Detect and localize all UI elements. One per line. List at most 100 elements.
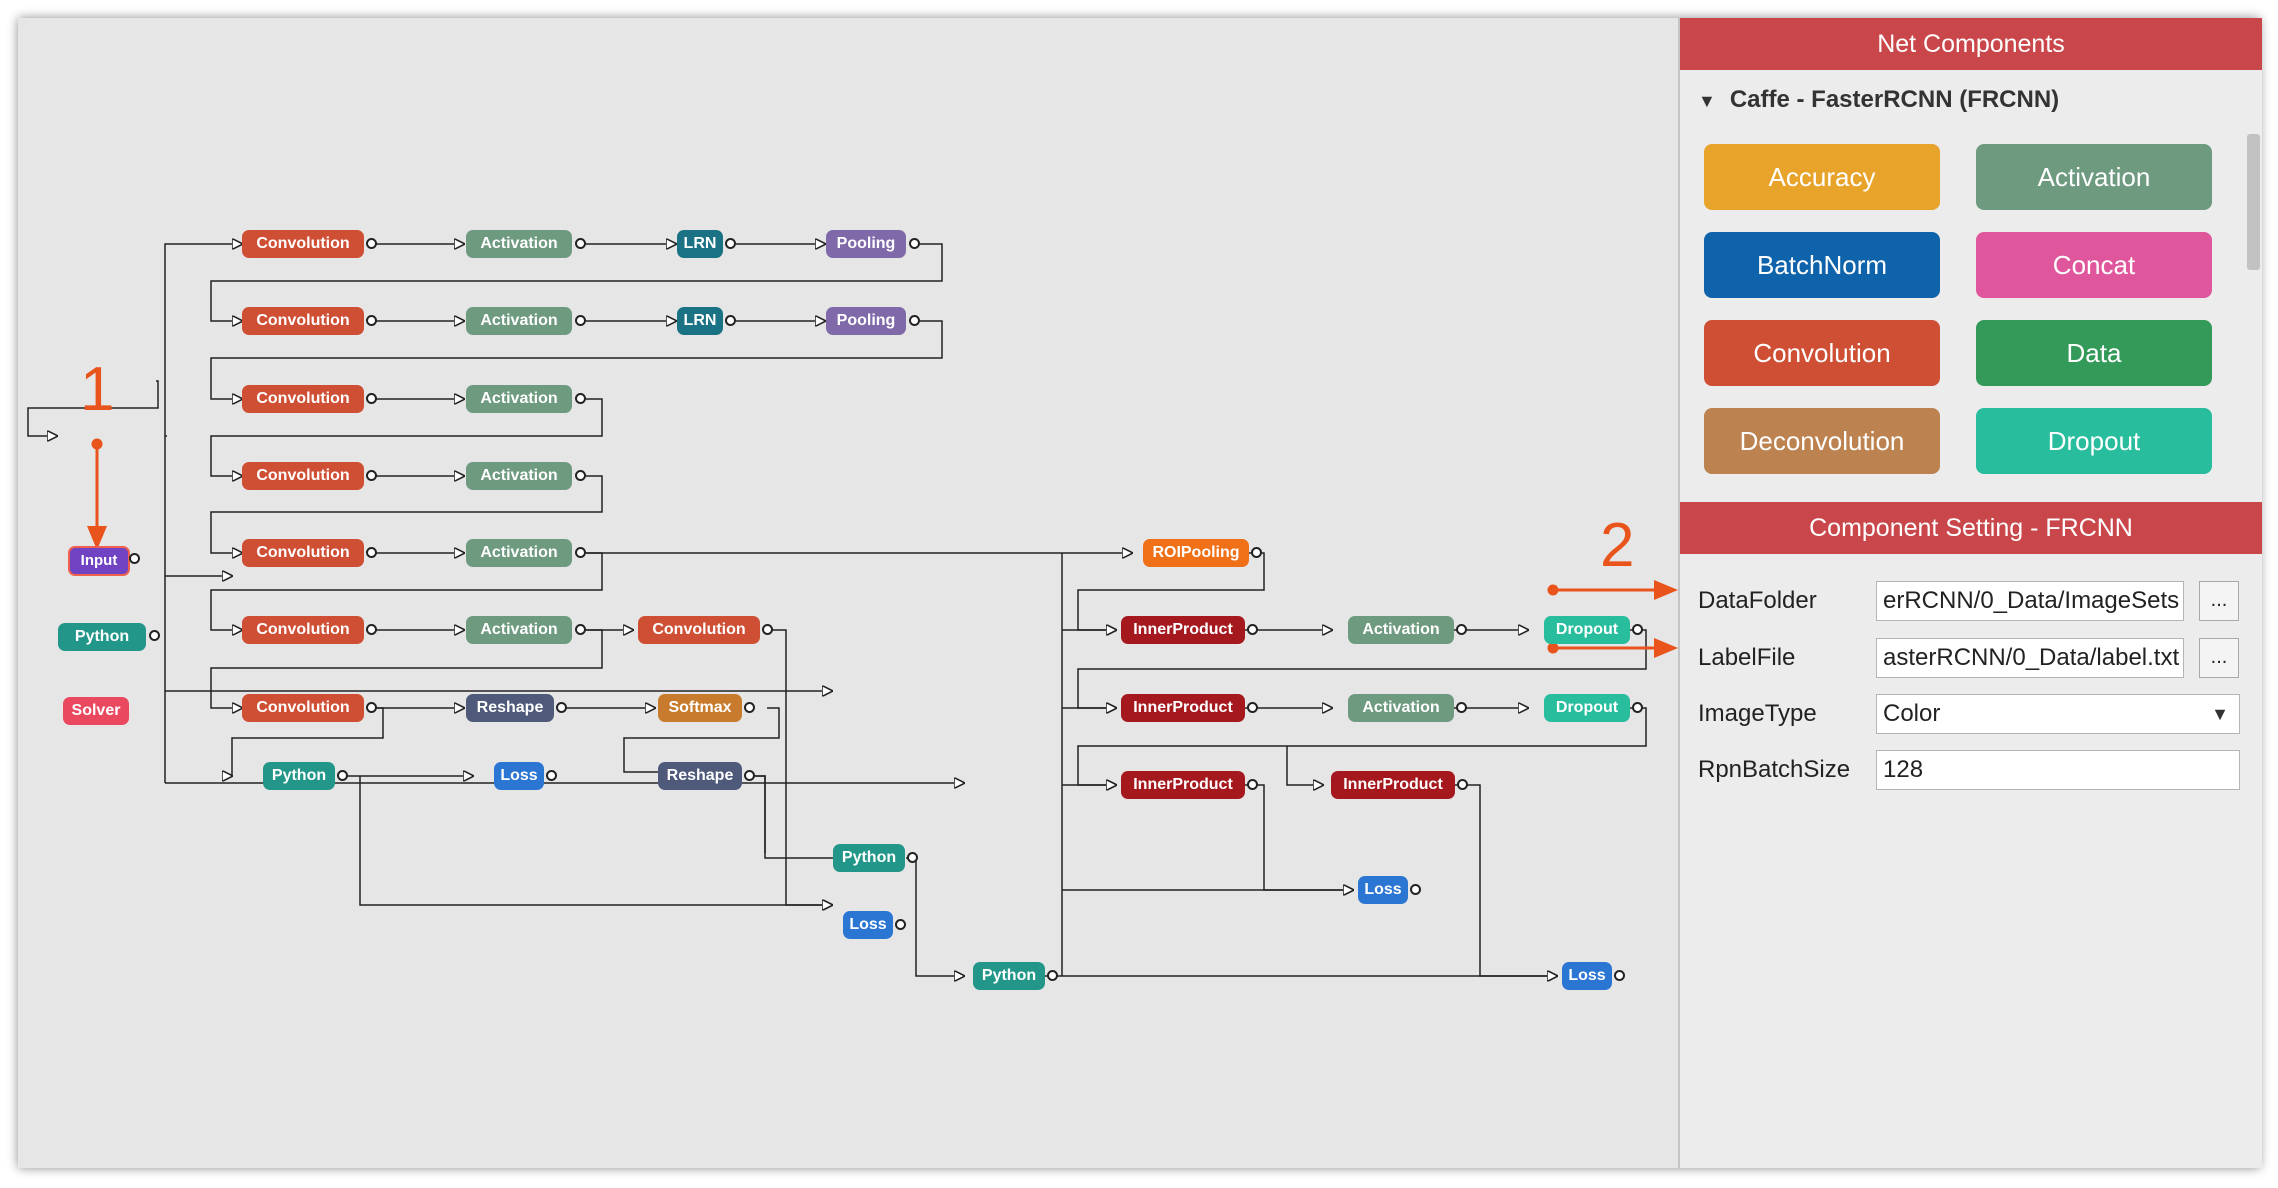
output-port[interactable] bbox=[895, 919, 906, 930]
output-port[interactable] bbox=[1251, 547, 1262, 558]
node-dropout[interactable]: Dropout bbox=[1544, 616, 1630, 644]
output-port[interactable] bbox=[149, 630, 160, 641]
output-port[interactable] bbox=[725, 315, 736, 326]
output-port[interactable] bbox=[575, 393, 586, 404]
output-port[interactable] bbox=[366, 547, 377, 558]
node-softmax[interactable]: Softmax bbox=[658, 694, 742, 722]
node-convolution[interactable]: Convolution bbox=[242, 694, 364, 722]
node-convolution[interactable]: Convolution bbox=[242, 230, 364, 258]
node-loss[interactable]: Loss bbox=[494, 762, 544, 790]
component-deconvolution[interactable]: Deconvolution bbox=[1704, 408, 1940, 474]
node-reshape[interactable]: Reshape bbox=[658, 762, 742, 790]
output-port[interactable] bbox=[907, 852, 918, 863]
output-port[interactable] bbox=[366, 702, 377, 713]
node-reshape[interactable]: Reshape bbox=[466, 694, 554, 722]
output-port[interactable] bbox=[575, 470, 586, 481]
node-activation[interactable]: Activation bbox=[466, 616, 572, 644]
node-activation[interactable]: Activation bbox=[466, 539, 572, 567]
node-convolution[interactable]: Convolution bbox=[242, 385, 364, 413]
node-python[interactable]: Python bbox=[973, 962, 1045, 990]
output-port[interactable] bbox=[366, 238, 377, 249]
component-activation[interactable]: Activation bbox=[1976, 144, 2212, 210]
node-innerproduct[interactable]: InnerProduct bbox=[1121, 771, 1245, 799]
output-port[interactable] bbox=[575, 624, 586, 635]
output-port[interactable] bbox=[725, 238, 736, 249]
node-loss[interactable]: Loss bbox=[1562, 962, 1612, 990]
output-port[interactable] bbox=[575, 315, 586, 326]
datafolder-field[interactable]: erRCNN/0_Data/ImageSets bbox=[1876, 581, 2184, 621]
output-port[interactable] bbox=[1614, 970, 1625, 981]
output-port[interactable] bbox=[575, 547, 586, 558]
node-solver[interactable]: Solver bbox=[63, 697, 129, 725]
output-port[interactable] bbox=[1247, 702, 1258, 713]
output-port[interactable] bbox=[1247, 779, 1258, 790]
node-innerproduct[interactable]: InnerProduct bbox=[1331, 771, 1455, 799]
output-port[interactable] bbox=[575, 238, 586, 249]
network-canvas[interactable]: 1 2 Input Python Solver Convolution Acti… bbox=[18, 18, 1678, 1168]
output-port[interactable] bbox=[556, 702, 567, 713]
component-group-header[interactable]: ▼Caffe - FasterRCNN (FRCNN) bbox=[1698, 86, 2059, 114]
browse-datafolder-button[interactable]: ... bbox=[2199, 581, 2239, 621]
node-python[interactable]: Python bbox=[833, 844, 905, 872]
node-activation[interactable]: Activation bbox=[466, 462, 572, 490]
net-components-header: Net Components bbox=[1680, 18, 2262, 70]
node-python[interactable]: Python bbox=[58, 623, 146, 651]
output-port[interactable] bbox=[546, 770, 557, 781]
node-activation[interactable]: Activation bbox=[1348, 694, 1454, 722]
node-loss[interactable]: Loss bbox=[843, 911, 893, 939]
node-activation[interactable]: Activation bbox=[1348, 616, 1454, 644]
node-convolution[interactable]: Convolution bbox=[242, 462, 364, 490]
node-convolution[interactable]: Convolution bbox=[638, 616, 760, 644]
node-activation[interactable]: Activation bbox=[466, 230, 572, 258]
output-port[interactable] bbox=[1247, 624, 1258, 635]
output-port[interactable] bbox=[1632, 702, 1643, 713]
collapse-triangle-icon[interactable]: ▼ bbox=[1698, 91, 1716, 111]
node-activation[interactable]: Activation bbox=[466, 385, 572, 413]
node-innerproduct[interactable]: InnerProduct bbox=[1121, 616, 1245, 644]
node-input[interactable]: Input bbox=[68, 546, 130, 576]
chevron-down-icon[interactable]: ▼ bbox=[2211, 704, 2229, 724]
node-innerproduct[interactable]: InnerProduct bbox=[1121, 694, 1245, 722]
output-port[interactable] bbox=[744, 702, 755, 713]
component-setting-header: Component Setting - FRCNN bbox=[1680, 502, 2262, 554]
components-scrollbar[interactable] bbox=[2247, 134, 2260, 270]
component-dropout[interactable]: Dropout bbox=[1976, 408, 2212, 474]
output-port[interactable] bbox=[1632, 624, 1643, 635]
output-port[interactable] bbox=[762, 624, 773, 635]
output-port[interactable] bbox=[366, 470, 377, 481]
node-roipooling[interactable]: ROIPooling bbox=[1143, 539, 1249, 567]
node-pooling[interactable]: Pooling bbox=[826, 230, 906, 258]
node-convolution[interactable]: Convolution bbox=[242, 539, 364, 567]
imagetype-select[interactable]: Color ▼ bbox=[1876, 694, 2240, 734]
output-port[interactable] bbox=[744, 770, 755, 781]
rpnbatchsize-field[interactable]: 128 bbox=[1876, 750, 2240, 790]
output-port[interactable] bbox=[129, 553, 140, 564]
node-activation[interactable]: Activation bbox=[466, 307, 572, 335]
component-data[interactable]: Data bbox=[1976, 320, 2212, 386]
output-port[interactable] bbox=[337, 770, 348, 781]
labelfile-field[interactable]: asterRCNN/0_Data/label.txt bbox=[1876, 638, 2184, 678]
component-batchnorm[interactable]: BatchNorm bbox=[1704, 232, 1940, 298]
node-lrn[interactable]: LRN bbox=[677, 307, 723, 335]
node-convolution[interactable]: Convolution bbox=[242, 307, 364, 335]
output-port[interactable] bbox=[909, 238, 920, 249]
node-python[interactable]: Python bbox=[263, 762, 335, 790]
output-port[interactable] bbox=[1047, 970, 1058, 981]
output-port[interactable] bbox=[1457, 779, 1468, 790]
output-port[interactable] bbox=[366, 393, 377, 404]
node-lrn[interactable]: LRN bbox=[677, 230, 723, 258]
component-accuracy[interactable]: Accuracy bbox=[1704, 144, 1940, 210]
node-loss[interactable]: Loss bbox=[1358, 876, 1408, 904]
node-convolution[interactable]: Convolution bbox=[242, 616, 364, 644]
component-concat[interactable]: Concat bbox=[1976, 232, 2212, 298]
output-port[interactable] bbox=[1456, 702, 1467, 713]
browse-labelfile-button[interactable]: ... bbox=[2199, 638, 2239, 678]
node-pooling[interactable]: Pooling bbox=[826, 307, 906, 335]
output-port[interactable] bbox=[1410, 884, 1421, 895]
output-port[interactable] bbox=[366, 624, 377, 635]
output-port[interactable] bbox=[366, 315, 377, 326]
node-dropout[interactable]: Dropout bbox=[1544, 694, 1630, 722]
component-convolution[interactable]: Convolution bbox=[1704, 320, 1940, 386]
output-port[interactable] bbox=[1456, 624, 1467, 635]
output-port[interactable] bbox=[909, 315, 920, 326]
